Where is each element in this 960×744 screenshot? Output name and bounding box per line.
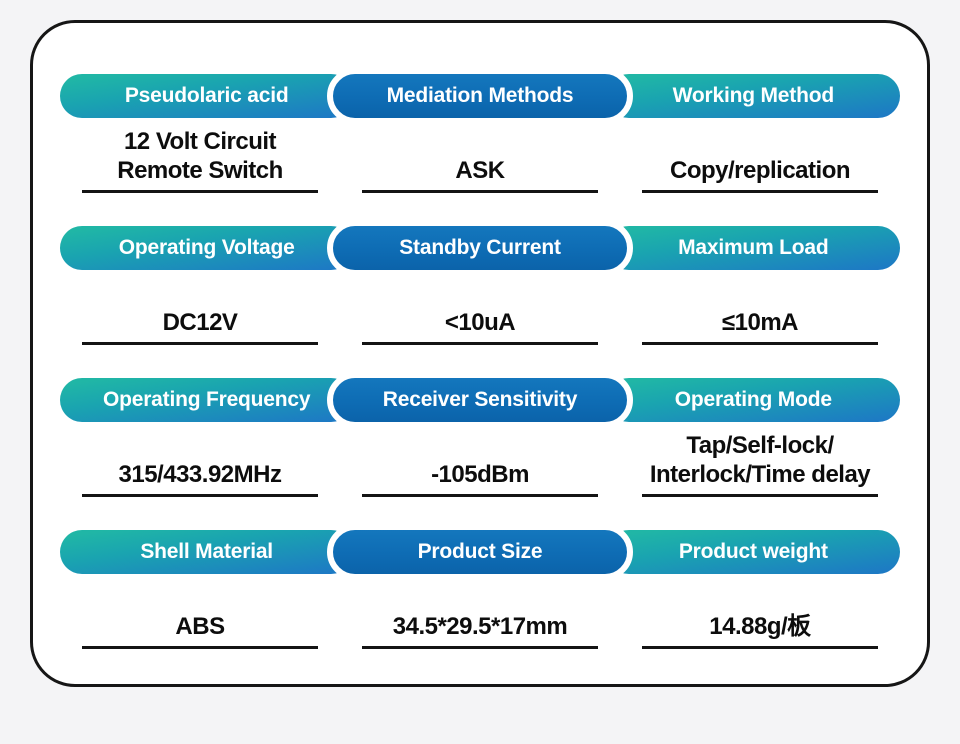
value-cell-working-method: Copy/replication [620,156,900,193]
underline-rule [362,646,598,649]
value-text: <10uA [444,309,516,336]
underline-rule [362,494,598,497]
value-text: 315/433.92MHz [118,461,282,488]
product-spec-card: Pseudolaric acid Mediation Methods Worki… [30,20,930,687]
spec-section-2: Operating Voltage Standby Current Maximu… [60,220,900,378]
header-label: Product Size [417,540,543,563]
header-label: Shell Material [140,540,273,563]
value-text: 34.5*29.5*17mm [392,613,568,640]
underline-rule [642,190,878,193]
underline-rule [642,342,878,345]
value-cell-operating-mode: Tap/Self-lock/ Interlock/Time delay [620,431,900,497]
header-pill-maximum-load: Maximum Load [606,226,900,270]
value-cell-product-weight: 14.88g/板 [620,612,900,649]
header-pill-receiver-sensitivity: Receiver Sensitivity [327,372,633,428]
value-cell-mediation-method: ASK [340,156,620,193]
value-cell-shell-material: ABS [60,612,340,649]
underline-rule [82,342,318,345]
header-pill-working-method: Working Method [606,74,900,118]
underline-rule [82,646,318,649]
value-cell-product-name: 12 Volt Circuit Remote Switch [60,127,340,193]
header-pill-product-size: Product Size [327,524,633,580]
underline-rule [642,646,878,649]
header-pill-pseudolaric-acid: Pseudolaric acid [60,74,354,118]
header-pill-standby-current: Standby Current [327,220,633,276]
header-label: Product weight [678,540,828,563]
value-row: DC12V <10uA ≤10mA [60,270,900,378]
header-label: Operating Frequency [102,388,311,411]
header-label: Standby Current [399,236,561,259]
value-text: ASK [455,157,505,184]
header-pill-row: Operating Frequency Receiver Sensitivity… [60,372,900,428]
value-text: 12 Volt Circuit Remote Switch [117,128,283,184]
header-label: Maximum Load [678,236,829,259]
value-cell-operating-voltage: DC12V [60,308,340,345]
value-row: 12 Volt Circuit Remote Switch ASK Copy/r… [60,118,900,226]
value-row: ABS 34.5*29.5*17mm 14.88g/板 [60,574,900,682]
value-text: Tap/Self-lock/ Interlock/Time delay [649,432,871,488]
header-label: Operating Mode [674,388,832,411]
header-pill-shell-material: Shell Material [60,530,354,574]
spec-section-4: Shell Material Product Size Product weig… [60,524,900,682]
value-cell-operating-frequency: 315/433.92MHz [60,460,340,497]
underline-rule [82,494,318,497]
header-label: Receiver Sensitivity [382,388,578,411]
value-row: 315/433.92MHz -105dBm Tap/Self-lock/ Int… [60,422,900,530]
header-pill-operating-mode: Operating Mode [606,378,900,422]
spec-section-1: Pseudolaric acid Mediation Methods Worki… [60,68,900,226]
value-text: DC12V [162,309,238,336]
value-cell-standby-current: <10uA [340,308,620,345]
value-text: ≤10mA [721,309,799,336]
value-text: ABS [175,613,225,640]
underline-rule [82,190,318,193]
underline-rule [362,342,598,345]
underline-rule [642,494,878,497]
header-pill-operating-voltage: Operating Voltage [60,226,354,270]
header-pill-row: Pseudolaric acid Mediation Methods Worki… [60,68,900,124]
header-label: Operating Voltage [118,236,295,259]
header-label: Mediation Methods [386,84,574,107]
header-pill-row: Shell Material Product Size Product weig… [60,524,900,580]
spec-section-3: Operating Frequency Receiver Sensitivity… [60,372,900,530]
header-label: Pseudolaric acid [124,84,289,107]
value-cell-maximum-load: ≤10mA [620,308,900,345]
value-text: -105dBm [431,461,529,488]
value-text: 14.88g/板 [709,613,811,640]
value-text: Copy/replication [669,157,851,184]
header-pill-mediation-methods: Mediation Methods [327,68,633,124]
header-label: Working Method [672,84,834,107]
value-cell-product-size: 34.5*29.5*17mm [340,612,620,649]
value-cell-receiver-sensitivity: -105dBm [340,460,620,497]
header-pill-row: Operating Voltage Standby Current Maximu… [60,220,900,276]
underline-rule [362,190,598,193]
header-pill-product-weight: Product weight [606,530,900,574]
header-pill-operating-frequency: Operating Frequency [60,378,354,422]
